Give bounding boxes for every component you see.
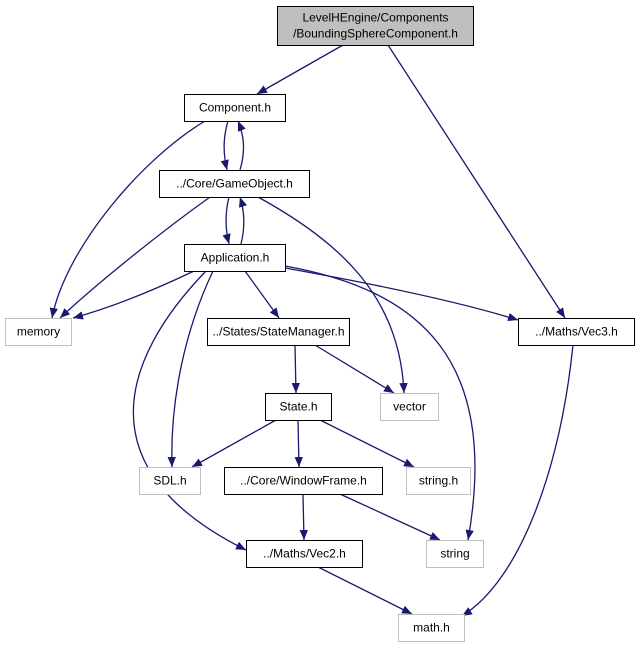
edge-application-to-sdl	[167, 270, 214, 468]
edge-gameobject-to-memory	[59, 196, 211, 319]
node-label-memory: memory	[17, 325, 60, 339]
node-box-vec3	[518, 318, 635, 346]
node-math: math.h	[398, 614, 465, 642]
node-label-root: LevelHEngine/Components	[302, 11, 448, 25]
node-label-sdl: SDL.h	[153, 474, 186, 488]
edge-state-to-stringh	[319, 419, 415, 468]
node-box-vec2	[246, 540, 363, 568]
edge-component-to-memory	[49, 120, 206, 319]
node-state[interactable]: State.h	[265, 393, 332, 421]
edge-gameobject-to-application	[222, 196, 231, 245]
nodes-layer: LevelHEngine/Components/BoundingSphereCo…	[5, 6, 635, 642]
node-label-statemanager: ../States/StateManager.h	[212, 325, 344, 339]
edge-application-to-vec3	[284, 267, 519, 322]
node-box-memory	[5, 318, 72, 346]
edge-windowframe-to-vec2	[299, 493, 308, 541]
edges-layer	[49, 44, 574, 617]
node-box-windowframe	[224, 467, 383, 495]
node-application[interactable]: Application.h	[184, 244, 286, 272]
node-label-math: math.h	[413, 621, 450, 635]
node-label-state: State.h	[279, 400, 317, 414]
edge-vec2-to-math	[317, 566, 413, 615]
node-label-vector: vector	[393, 400, 426, 414]
edge-statemanager-to-vector	[314, 344, 395, 394]
edge-root-to-vec3	[387, 44, 566, 319]
node-box-component	[184, 94, 286, 122]
edge-application-to-memory	[72, 270, 195, 320]
edge-component-to-gameobject	[220, 120, 229, 171]
node-stringh: string.h	[406, 467, 471, 495]
node-string: string	[426, 540, 484, 568]
node-box-statemanager	[207, 318, 350, 346]
node-label-stringh: string.h	[419, 474, 458, 488]
node-label-root: /BoundingSphereComponent.h	[293, 27, 458, 41]
node-label-windowframe: ../Core/WindowFrame.h	[240, 474, 367, 488]
edge-statemanager-to-state	[291, 344, 300, 394]
node-vector: vector	[380, 393, 439, 421]
node-gameobject[interactable]: ../Core/GameObject.h	[159, 170, 310, 198]
node-memory: memory	[5, 318, 72, 346]
edge-windowframe-to-string	[339, 493, 441, 541]
node-label-string: string	[440, 547, 469, 561]
edge-vec3-to-math	[461, 344, 574, 617]
node-box-stringh	[406, 467, 471, 495]
node-box-math	[398, 614, 465, 642]
edge-application-to-statemanager	[244, 270, 280, 319]
node-label-vec3: ../Maths/Vec3.h	[535, 325, 618, 339]
node-box-sdl	[139, 467, 201, 495]
node-label-component: Component.h	[199, 101, 271, 115]
edge-gameobject-to-component	[237, 120, 246, 171]
node-vec2[interactable]: ../Maths/Vec2.h	[246, 540, 363, 568]
edge-application-to-string	[284, 265, 476, 541]
node-label-gameobject: ../Core/GameObject.h	[176, 177, 293, 191]
node-windowframe[interactable]: ../Core/WindowFrame.h	[224, 467, 383, 495]
edge-root-to-component	[256, 44, 344, 95]
node-component[interactable]: Component.h	[184, 94, 286, 122]
node-root[interactable]: LevelHEngine/Components/BoundingSphereCo…	[277, 6, 474, 46]
node-box-vector	[380, 393, 439, 421]
node-box-string	[426, 540, 484, 568]
node-box-root	[277, 6, 474, 46]
node-label-vec2: ../Maths/Vec2.h	[263, 547, 346, 561]
node-box-state	[265, 393, 332, 421]
edge-gameobject-to-vector	[257, 196, 408, 394]
edge-application-to-vec2	[132, 270, 247, 551]
edge-application-to-gameobject	[238, 196, 247, 245]
node-label-application: Application.h	[201, 251, 270, 265]
node-box-gameobject	[159, 170, 310, 198]
node-statemanager[interactable]: ../States/StateManager.h	[207, 318, 350, 346]
node-box-application	[184, 244, 286, 272]
edge-state-to-windowframe	[294, 419, 303, 468]
node-vec3[interactable]: ../Maths/Vec3.h	[518, 318, 635, 346]
node-sdl: SDL.h	[139, 467, 201, 495]
edge-state-to-sdl	[191, 419, 277, 468]
